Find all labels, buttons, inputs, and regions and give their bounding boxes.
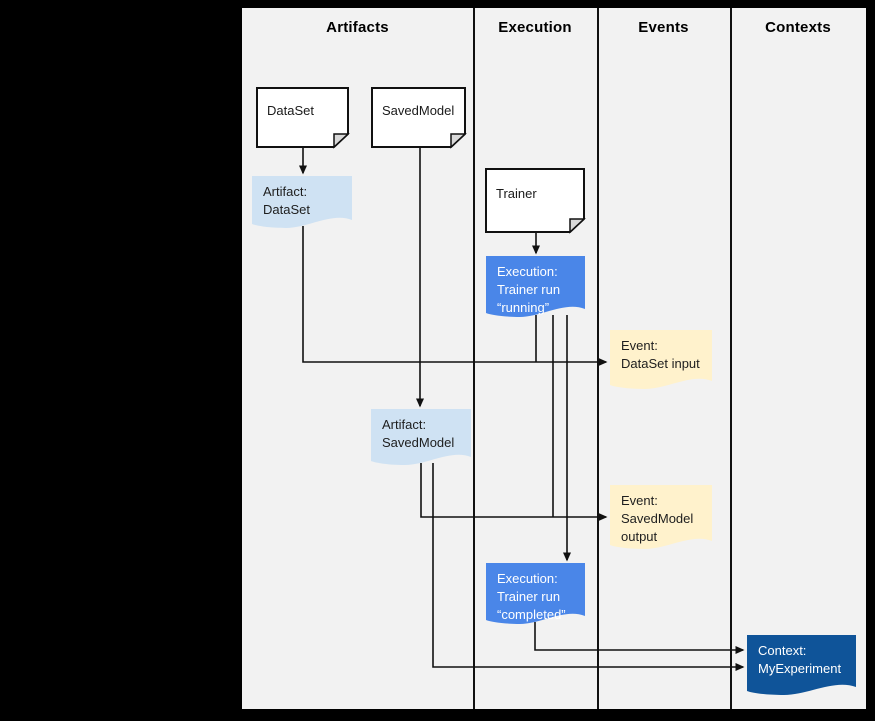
node-context-myexperiment-label: Context: MyExperiment — [758, 643, 842, 676]
node-artifact-dataset: Artifact: DataSet — [252, 176, 352, 232]
node-event-savedmodel-output: Event: SavedModel output — [610, 485, 712, 553]
node-event-dataset-input: Event: DataSet input — [610, 330, 712, 393]
arrow-artifact-savedmodel-to-event-output — [420, 463, 608, 521]
diagram-canvas: Artifacts Execution Events Contexts — [242, 8, 866, 709]
column-header-artifacts: Artifacts — [326, 19, 389, 36]
node-artifact-savedmodel-label: Artifact: SavedModel — [382, 417, 455, 450]
node-execution-trainer-completed-label: Execution: Trainer run “completed” — [497, 571, 566, 622]
node-artifact-dataset-label: Artifact: DataSet — [263, 184, 310, 217]
node-execution-trainer-running: Execution: Trainer run “running” — [486, 256, 585, 321]
column-divider-events-contexts — [730, 8, 732, 709]
node-context-myexperiment: Context: MyExperiment — [747, 635, 856, 699]
column-divider-artifacts-execution — [473, 8, 475, 709]
column-header-events: Events — [638, 19, 689, 36]
node-trainer-type: Trainer — [485, 168, 586, 234]
column-header-contexts: Contexts — [765, 19, 831, 36]
node-trainer-type-label: Trainer — [496, 185, 537, 201]
column-header-execution: Execution — [498, 19, 572, 36]
node-dataset-type-label: DataSet — [267, 102, 314, 118]
node-artifact-savedmodel: Artifact: SavedModel — [371, 409, 471, 469]
node-savedmodel-type: SavedModel — [371, 87, 467, 149]
node-dataset-type: DataSet — [256, 87, 350, 149]
node-event-savedmodel-output-label: Event: SavedModel output — [621, 493, 694, 544]
node-event-dataset-input-label: Event: DataSet input — [621, 338, 700, 371]
node-execution-trainer-completed: Execution: Trainer run “completed” — [486, 563, 585, 628]
node-savedmodel-type-label: SavedModel — [382, 102, 455, 118]
column-divider-execution-events — [597, 8, 599, 709]
node-execution-trainer-running-label: Execution: Trainer run “running” — [497, 264, 561, 315]
